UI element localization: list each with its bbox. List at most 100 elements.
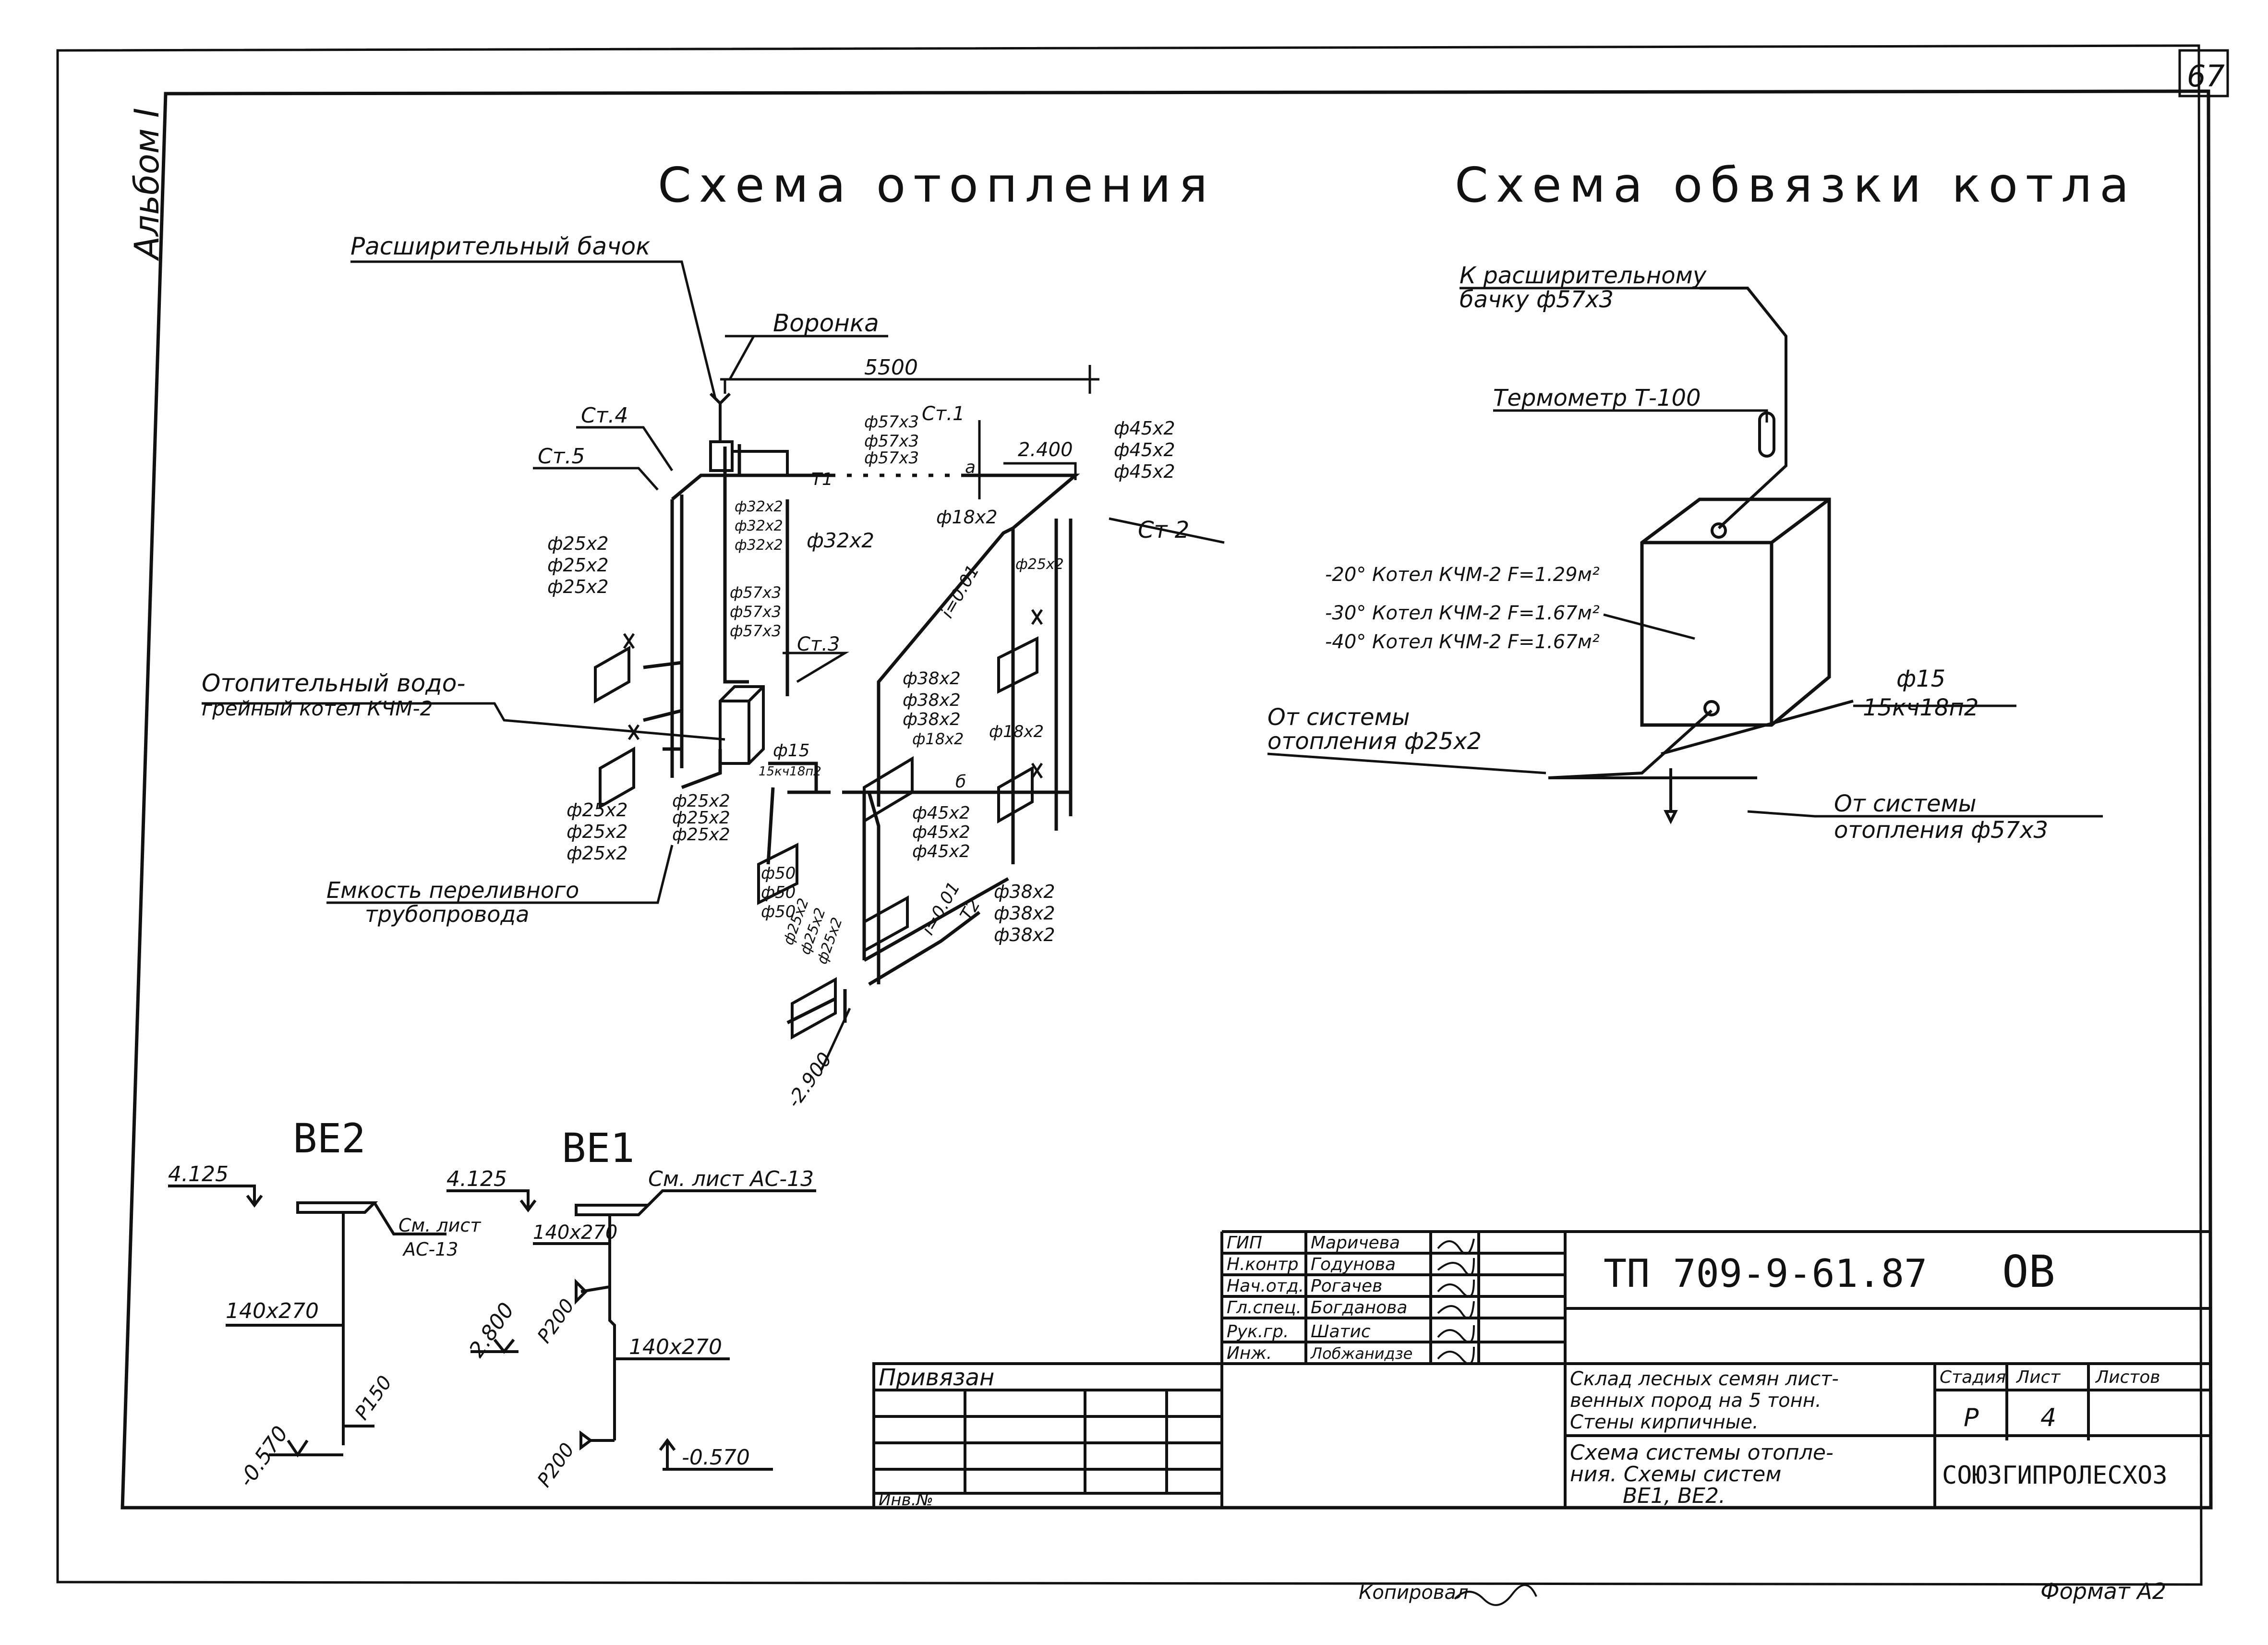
copied-label: Копировал [1359,1582,1469,1604]
label-funnel: Воронка [773,309,879,337]
signature-1 [1437,1258,1475,1276]
size-st5-0: ф25х2 [547,533,609,554]
slope-top: i=0.01 [937,562,983,622]
label-t1: Т1 [811,470,833,489]
elev-2400: 2.400 [1018,439,1073,461]
size-top-right-1: ф45х2 [1114,439,1175,460]
size-57-mid-0: ф57х3 [730,583,781,602]
size-15kch-heating: 15кч18п2 [759,764,821,779]
mark-a: а [965,458,976,477]
label-to-tank-1: бачку ф57х3 [1460,286,1614,313]
size-50-0: ф50 [761,864,796,883]
size-57-mid-2: ф57х3 [730,622,781,640]
doc-mark: ОВ [2002,1246,2055,1297]
size-15-heating: ф15 [773,741,810,761]
ve2-grille: Р150 [351,1372,397,1424]
stamp-name-2: Рогачев [1311,1276,1382,1296]
size-top-left-1: ф57х3 [864,432,919,451]
drawing-title-0: Схема системы отопле- [1570,1440,1834,1465]
size-50-1: ф50 [761,883,796,902]
size-32: ф32х2 [807,529,874,552]
label-overflow-0: Емкость переливного [326,877,579,903]
stamp-role-0: ГИП [1227,1233,1262,1253]
size-18-right: ф18х2 [989,722,1044,741]
size-38-mid-3: ф18х2 [912,730,964,748]
size-25-boiler-1: ф25х2 [672,808,730,828]
size-45-bot-0: ф45х2 [912,803,970,823]
boiler-symbol [719,685,765,765]
size-25-left-bot-2: ф25х2 [567,843,628,864]
stamp-name-3: Богданова [1311,1298,1407,1318]
title-block: ГИП Маричева Н.контр Годунова Нач.отд. Р… [872,1230,2212,1510]
ve1-elev-bot: -0.570 [682,1445,750,1470]
copied-signature [1454,1584,1537,1606]
label-boiler-0: Отопительный водо- [202,669,465,697]
size-st4-0: ф32х2 [735,498,783,515]
elev-2900: -2.900 [783,1049,837,1112]
expansion-tank-symbol [709,392,789,475]
label-st4: Ст.4 [581,403,628,428]
ve1-duct-top: 140х270 [533,1222,617,1244]
label-from-system-left-0: От системы [1267,704,1410,731]
ve2-ref-0: См. лист [398,1215,482,1236]
size-38-bot-0: ф38х2 [994,881,1055,902]
boiler-top-port [1711,522,1727,539]
heating-dashed [826,473,965,794]
format-label: Формат А2 [2040,1578,2166,1604]
size-45-bot-2: ф45х2 [912,842,970,861]
drawing-title-2: ВЕ1, ВЕ2. [1623,1484,1725,1508]
size-25-boiler-2: ф25х2 [672,825,730,845]
bound-label: Привязан [879,1364,994,1391]
stamp-name-1: Годунова [1311,1255,1396,1274]
size-38-bot-2: ф38х2 [994,924,1055,945]
boiler-spec-1: -30° Котел КЧМ-2 F=1.67м² [1325,602,1600,624]
stamp-name-5: Лобжанидзе [1310,1344,1412,1363]
label-st5: Ст.5 [538,444,585,469]
size-38-mid-2: ф38х2 [903,710,961,729]
boiler-spec-2: -40° Котел КЧМ-2 F=1.67м² [1325,631,1600,653]
heating-scheme: Схема отопления [202,157,1225,1112]
label-t2: Т2 [956,895,984,924]
stamp-role-3: Гл.спец. [1227,1298,1302,1318]
ve2-duct: 140х270 [226,1299,319,1323]
album-label: Альбом I [127,108,167,261]
boiler-scheme-title: Схема обвязки котла [1455,157,2136,213]
ve1-ref: См. лист АС-13 [648,1167,814,1191]
size-50-2: ф50 [761,902,796,921]
radiators [594,636,1038,1040]
label-from-system-right-0: От системы [1834,790,1977,817]
stamp-object-1: венных пород на 5 тонн. [1570,1390,1822,1412]
mark-b: б [955,772,966,792]
boiler-spec-0: -20° Котел КЧМ-2 F=1.29м² [1325,564,1600,586]
ve2-scheme: ВЕ2 4.125 См. лист АС-13 140х270 Р150 -0… [168,1115,482,1491]
signature-5 [1437,1346,1475,1365]
ve1-grille-top: Р200 [533,1295,579,1347]
sheet-number: 67 [2187,59,2225,94]
label-boiler-1: грейный котел КЧМ-2 [202,697,433,720]
dim-5500: 5500 [864,355,918,380]
stamp-sheet-label: Лист [2015,1367,2061,1387]
label-thermometer: Термометр Т-100 [1493,385,1701,411]
stamp-name-4: Шатис [1311,1322,1371,1342]
doc-code: ТП 709-9-61.87 [1604,1251,1927,1296]
size-25-left-bot-1: ф25х2 [567,821,628,842]
size-25-left-bot-0: ф25х2 [567,799,628,821]
signature-3 [1437,1301,1475,1319]
label-st3: Ст.3 [797,633,840,655]
size-38-bot-1: ф38х2 [994,903,1055,924]
title-block-grid [872,1230,2212,1509]
boiler-bottom-port [1703,700,1720,716]
signature-4 [1437,1325,1475,1343]
size-45-bot-1: ф45х2 [912,822,970,842]
label-from-system-left-1: отопления ф25х2 [1267,728,1482,755]
size-top-right-0: ф45х2 [1114,418,1175,439]
heating-piping [643,444,1080,1025]
ve1-grille-bot: Р200 [533,1439,579,1491]
size-top-left-0: ф57х3 [864,412,919,432]
ve1-title: ВЕ1 [562,1125,635,1172]
heating-title: Схема отопления [658,157,1215,213]
size-st5-1: ф25х2 [547,555,609,576]
drawing-title-1: ния. Схемы систем [1570,1462,1781,1487]
ve2-ref-1: АС-13 [402,1239,458,1260]
